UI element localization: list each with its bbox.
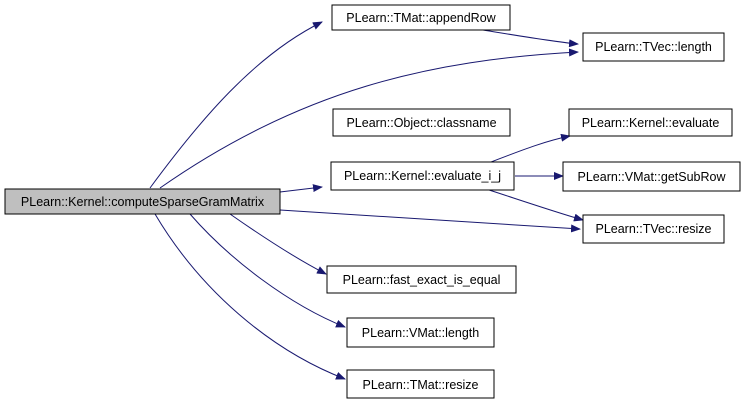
node-tmat-resize[interactable]: PLearn::TMat::resize	[346, 369, 495, 399]
edge-root-tvec-length	[159, 48, 579, 189]
node-evaluate-i-j[interactable]: PLearn::Kernel::evaluate_i_j	[330, 161, 515, 191]
node-root-label: PLearn::Kernel::computeSparseGramMatrix	[21, 195, 265, 209]
node-evaluate-label: PLearn::Kernel::evaluate	[582, 116, 720, 130]
edge-appendRow-tvec-length	[482, 29, 579, 48]
edge-root-tvec-resize	[279, 209, 581, 233]
node-tvec-length-label: PLearn::TVec::length	[595, 40, 712, 54]
node-appendRow[interactable]: PLearn::TMat::appendRow	[331, 4, 511, 31]
node-evaluate[interactable]: PLearn::Kernel::evaluate	[568, 108, 733, 137]
edge-evaluate-i-j-evaluate	[482, 133, 571, 166]
node-vmat-length[interactable]: PLearn::VMat::length	[346, 317, 495, 348]
node-tvec-resize[interactable]: PLearn::TVec::resize	[582, 214, 725, 244]
edge-evaluate-i-j-tvec-resize	[482, 187, 584, 222]
node-tvec-resize-label: PLearn::TVec::resize	[595, 222, 711, 236]
edge-root-vmat-length	[189, 213, 346, 328]
edge-root-fast-exact	[229, 213, 327, 275]
node-tmat-resize-label: PLearn::TMat::resize	[362, 378, 478, 392]
edge-root-tmat-resize	[154, 213, 346, 380]
node-getSubRow-label: PLearn::VMat::getSubRow	[578, 170, 727, 184]
node-appendRow-label: PLearn::TMat::appendRow	[346, 11, 496, 25]
node-classname[interactable]: PLearn::Object::classname	[332, 108, 511, 137]
node-fast-exact-is-equal-label: PLearn::fast_exact_is_equal	[343, 273, 501, 287]
node-vmat-length-label: PLearn::VMat::length	[362, 326, 479, 340]
edge-root-appendRow	[149, 21, 323, 189]
node-evaluate-i-j-label: PLearn::Kernel::evaluate_i_j	[344, 169, 501, 183]
node-tvec-length[interactable]: PLearn::TVec::length	[582, 32, 725, 62]
node-root[interactable]: PLearn::Kernel::computeSparseGramMatrix	[4, 188, 281, 215]
edge-root-evaluate-i-j	[279, 184, 323, 193]
node-classname-label: PLearn::Object::classname	[346, 116, 496, 130]
node-fast-exact-is-equal[interactable]: PLearn::fast_exact_is_equal	[326, 265, 517, 294]
node-getSubRow[interactable]: PLearn::VMat::getSubRow	[562, 161, 741, 192]
